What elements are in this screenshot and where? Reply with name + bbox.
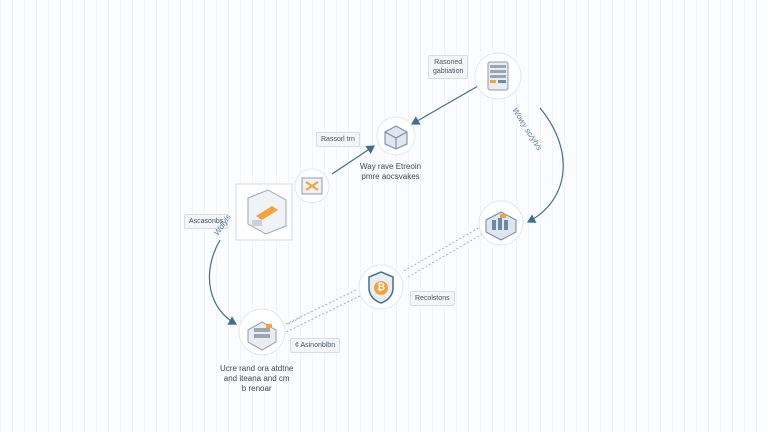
printer-node-bottom-left[interactable] (238, 308, 286, 356)
server-icon (474, 52, 522, 100)
server-node-top-right[interactable] (474, 52, 522, 100)
dotted-right-to-shield (401, 225, 483, 273)
bitcoin-symbol: ₿ (377, 282, 386, 293)
arrow-machine-to-box (331, 145, 375, 175)
box-icon (376, 116, 416, 156)
shield-node[interactable]: ₿ (358, 264, 404, 310)
caption-middle: Way rave Etreoin pmre aocsvakes (360, 162, 422, 181)
arrow-server-to-box (410, 85, 479, 125)
machine-icon (235, 183, 293, 241)
dotted-shield-to-bottom (281, 289, 357, 327)
storage-node-right[interactable] (478, 200, 524, 246)
arrow-server-to-right (526, 107, 564, 223)
label-middle: Rassorl trn (316, 132, 360, 147)
shield-icon (358, 264, 404, 310)
gear-node-left[interactable] (294, 168, 330, 204)
label-bottom-left: ¢ Asinonblbn (290, 338, 341, 353)
label-shield: Recolstons (410, 291, 455, 306)
machine-node-left[interactable] (234, 182, 294, 242)
storage-icon (478, 200, 524, 246)
gear-icon (294, 168, 330, 204)
caption-bottom-left: Ucre rand ora atdtne and iteana and cm b… (220, 364, 294, 393)
box-node-middle[interactable] (376, 116, 416, 156)
label-left: Ascasonbs (184, 214, 229, 229)
label-top-right: Rasoned gabtiation (428, 55, 469, 79)
printer-icon (238, 308, 286, 356)
arrow-machine-to-bottom (208, 239, 238, 325)
